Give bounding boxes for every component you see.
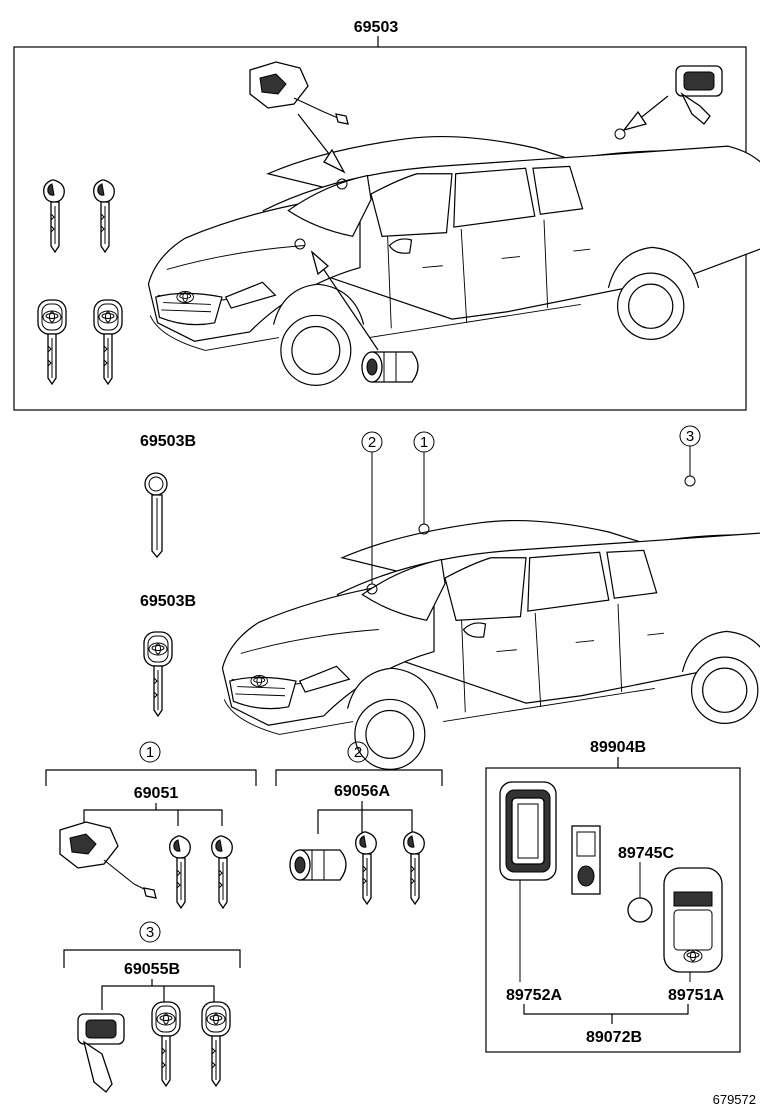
transponder-key bbox=[152, 1002, 180, 1086]
callout-number: 3 bbox=[146, 924, 154, 941]
part-number-69503: 69503 bbox=[354, 19, 399, 36]
part-number-69055B: 69055B bbox=[124, 961, 180, 978]
part-number-89752A: 89752A bbox=[506, 987, 562, 1004]
group-bracket bbox=[45, 769, 257, 786]
truck-illustration-middle bbox=[222, 521, 760, 770]
mechanical-key bbox=[43, 179, 65, 253]
part-number-69056A: 69056A bbox=[334, 783, 390, 800]
callout-number: 1 bbox=[146, 744, 154, 761]
location-dot bbox=[336, 178, 348, 190]
arrow-head bbox=[622, 110, 648, 132]
location-dot bbox=[684, 475, 696, 487]
figure-number: 679572 bbox=[713, 1092, 756, 1107]
part-number-69503B: 69503B bbox=[140, 593, 196, 610]
group-bracket bbox=[275, 769, 443, 786]
location-dot bbox=[418, 523, 430, 535]
truck-illustration-top bbox=[148, 137, 760, 386]
ignition-cylinder bbox=[289, 849, 347, 881]
callout-circle bbox=[139, 921, 161, 943]
door-lock-cylinder bbox=[249, 61, 349, 125]
part-number-89745C: 89745C bbox=[618, 845, 674, 862]
arrow-head bbox=[310, 250, 330, 276]
group-bracket bbox=[63, 949, 241, 968]
door-lock-cylinder bbox=[59, 821, 157, 899]
part-bracket bbox=[83, 809, 223, 826]
part-number-69051: 69051 bbox=[134, 785, 179, 802]
location-dot bbox=[366, 583, 378, 595]
smart-key-fob bbox=[663, 867, 723, 973]
part-number-89904B: 89904B bbox=[590, 739, 646, 756]
tailgate-lock-cylinder bbox=[77, 1013, 125, 1093]
mechanical-key bbox=[403, 831, 425, 905]
transponder-key bbox=[38, 300, 66, 384]
mechanical-key bbox=[211, 835, 233, 909]
key-case-cover bbox=[499, 781, 557, 881]
part-number-69503B: 69503B bbox=[140, 433, 196, 450]
part-number-89072B: 89072B bbox=[586, 1029, 642, 1046]
part-bracket bbox=[523, 1004, 689, 1024]
callout-circle bbox=[139, 741, 161, 763]
transponder-key bbox=[202, 1002, 230, 1086]
arrow-head bbox=[323, 148, 346, 174]
callout-circle bbox=[347, 741, 369, 763]
callout-number: 1 bbox=[420, 434, 428, 451]
transponder-key bbox=[94, 300, 122, 384]
location-dot bbox=[294, 238, 306, 250]
key-blank bbox=[144, 472, 168, 559]
group-box-89904B bbox=[485, 767, 741, 1053]
callout-number: 2 bbox=[368, 434, 376, 451]
part-bracket bbox=[317, 809, 413, 834]
battery bbox=[627, 897, 653, 923]
callout-number: 2 bbox=[354, 744, 362, 761]
part-number-89751A: 89751A bbox=[668, 987, 724, 1004]
location-dot bbox=[614, 128, 626, 140]
callout-number: 3 bbox=[686, 428, 694, 445]
ignition-cylinder bbox=[361, 351, 419, 383]
mechanical-key bbox=[93, 179, 115, 253]
mechanical-key bbox=[355, 831, 377, 905]
transponder-key bbox=[144, 632, 172, 716]
circuit-board bbox=[571, 825, 601, 895]
mechanical-key bbox=[169, 835, 191, 909]
tailgate-lock-cylinder bbox=[675, 65, 723, 125]
